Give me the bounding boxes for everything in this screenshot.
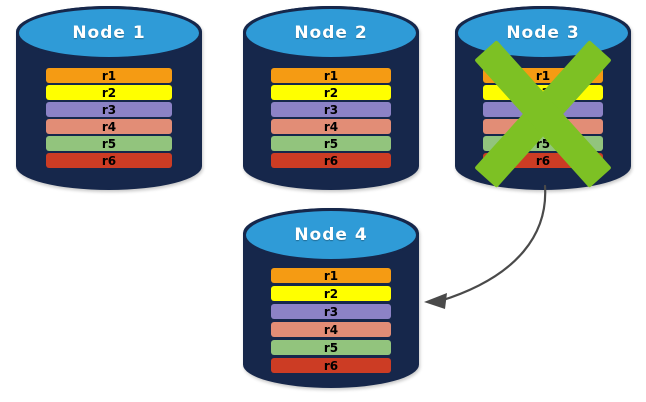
node-3-row-r1[interactable]: r1 [483, 68, 603, 83]
node-3-row-r4[interactable]: r4 [483, 119, 603, 134]
node-4-rows: r1 r2 r3 r4 r5 r6 [243, 268, 419, 373]
node-1-row-r4[interactable]: r4 [46, 119, 172, 134]
node-2-rows: r1 r2 r3 r4 r5 r6 [243, 68, 419, 168]
node-2[interactable]: Node 2 r1 r2 r3 r4 r5 r6 [243, 6, 419, 190]
arrow-curve [438, 184, 547, 303]
node-3[interactable]: Node 3 r1 r2 r3 r4 r5 r6 [455, 6, 631, 190]
node-2-cylinder-top [243, 6, 419, 60]
node-4-row-r6[interactable]: r6 [271, 358, 391, 373]
node-1-row-r5[interactable]: r5 [46, 136, 172, 151]
node-1-row-r2[interactable]: r2 [46, 85, 172, 100]
node-2-row-r1[interactable]: r1 [271, 68, 391, 83]
node-2-row-r6[interactable]: r6 [271, 153, 391, 168]
node-4-row-r5[interactable]: r5 [271, 340, 391, 355]
node-4[interactable]: Node 4 r1 r2 r3 r4 r5 r6 [243, 208, 419, 388]
node-3-row-r6[interactable]: r6 [483, 153, 603, 168]
node-4-row-r1[interactable]: r1 [271, 268, 391, 283]
node-2-row-r3[interactable]: r3 [271, 102, 391, 117]
node-3-row-r2[interactable]: r2 [483, 85, 603, 100]
node-2-row-r5[interactable]: r5 [271, 136, 391, 151]
node-4-row-r3[interactable]: r3 [271, 304, 391, 319]
node-1-row-r1[interactable]: r1 [46, 68, 172, 83]
node-4-row-r4[interactable]: r4 [271, 322, 391, 337]
node-3-cylinder-top [455, 6, 631, 60]
node-1-row-r3[interactable]: r3 [46, 102, 172, 117]
node-3-row-r5[interactable]: r5 [483, 136, 603, 151]
node-2-row-r4[interactable]: r4 [271, 119, 391, 134]
node-3-rows: r1 r2 r3 r4 r5 r6 [455, 68, 631, 168]
node-3-row-r3[interactable]: r3 [483, 102, 603, 117]
node-4-cylinder-top [243, 208, 419, 262]
node-4-row-r2[interactable]: r2 [271, 286, 391, 301]
node-2-row-r2[interactable]: r2 [271, 85, 391, 100]
arrow-head-icon [424, 293, 447, 309]
node-1-cylinder-top [16, 6, 202, 60]
node-1-rows: r1 r2 r3 r4 r5 r6 [16, 68, 202, 168]
node-1[interactable]: Node 1 r1 r2 r3 r4 r5 r6 [16, 6, 202, 190]
node-1-row-r6[interactable]: r6 [46, 153, 172, 168]
